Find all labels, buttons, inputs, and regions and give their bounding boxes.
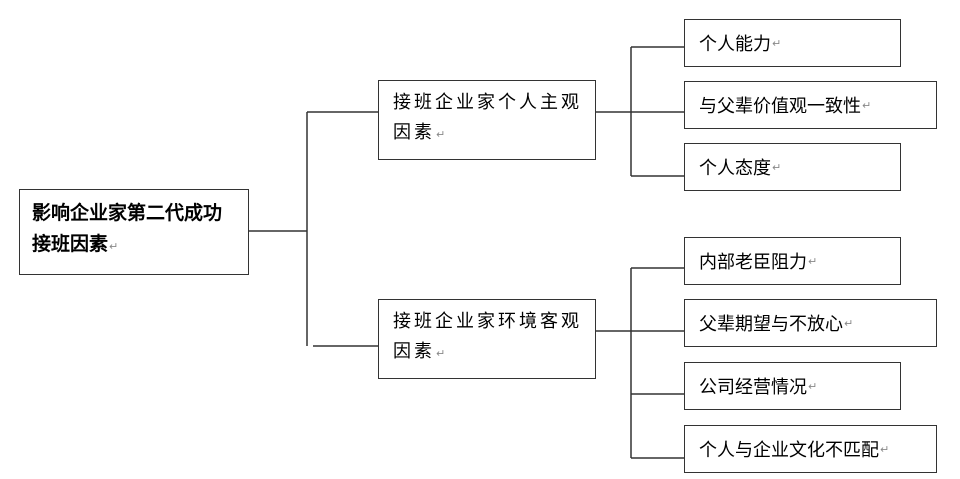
paragraph-mark-icon: ↵: [772, 36, 782, 50]
leaf-node: 个人与企业文化不匹配↵: [684, 425, 937, 473]
branch-node-label: 接班企业家个人主观因素: [393, 92, 582, 143]
paragraph-mark-icon: ↵: [436, 347, 446, 360]
paragraph-mark-icon: ↵: [862, 98, 872, 112]
branch-node-subjective: 接班企业家个人主观因素↵: [378, 80, 596, 160]
paragraph-mark-icon: ↵: [808, 254, 818, 268]
leaf-node-label: 内部老臣阻力: [699, 252, 807, 273]
root-node-label: 影响企业家第二代成功接班因素: [32, 202, 223, 255]
leaf-node-label: 公司经营情况: [699, 377, 807, 398]
leaf-node-label: 父辈期望与不放心: [699, 314, 843, 335]
root-node: 影响企业家第二代成功接班因素↵: [19, 189, 249, 275]
leaf-node-label: 个人态度: [699, 158, 771, 179]
leaf-node: 内部老臣阻力↵: [684, 237, 901, 285]
leaf-node-label: 个人与企业文化不匹配: [699, 440, 879, 461]
paragraph-mark-icon: ↵: [880, 442, 890, 456]
paragraph-mark-icon: ↵: [436, 128, 446, 141]
paragraph-mark-icon: ↵: [109, 240, 119, 253]
branch-node-objective: 接班企业家环境客观因素↵: [378, 299, 596, 379]
branch-node-label: 接班企业家环境客观因素: [393, 311, 582, 362]
paragraph-mark-icon: ↵: [772, 160, 782, 174]
paragraph-mark-icon: ↵: [844, 316, 854, 330]
leaf-node: 个人态度↵: [684, 143, 901, 191]
paragraph-mark-icon: ↵: [808, 379, 818, 393]
leaf-node: 父辈期望与不放心↵: [684, 299, 937, 347]
leaf-node-label: 个人能力: [699, 34, 771, 55]
leaf-node: 公司经营情况↵: [684, 362, 901, 410]
leaf-node: 与父辈价值观一致性↵: [684, 81, 937, 129]
leaf-node-label: 与父辈价值观一致性: [699, 96, 861, 117]
leaf-node: 个人能力↵: [684, 19, 901, 67]
